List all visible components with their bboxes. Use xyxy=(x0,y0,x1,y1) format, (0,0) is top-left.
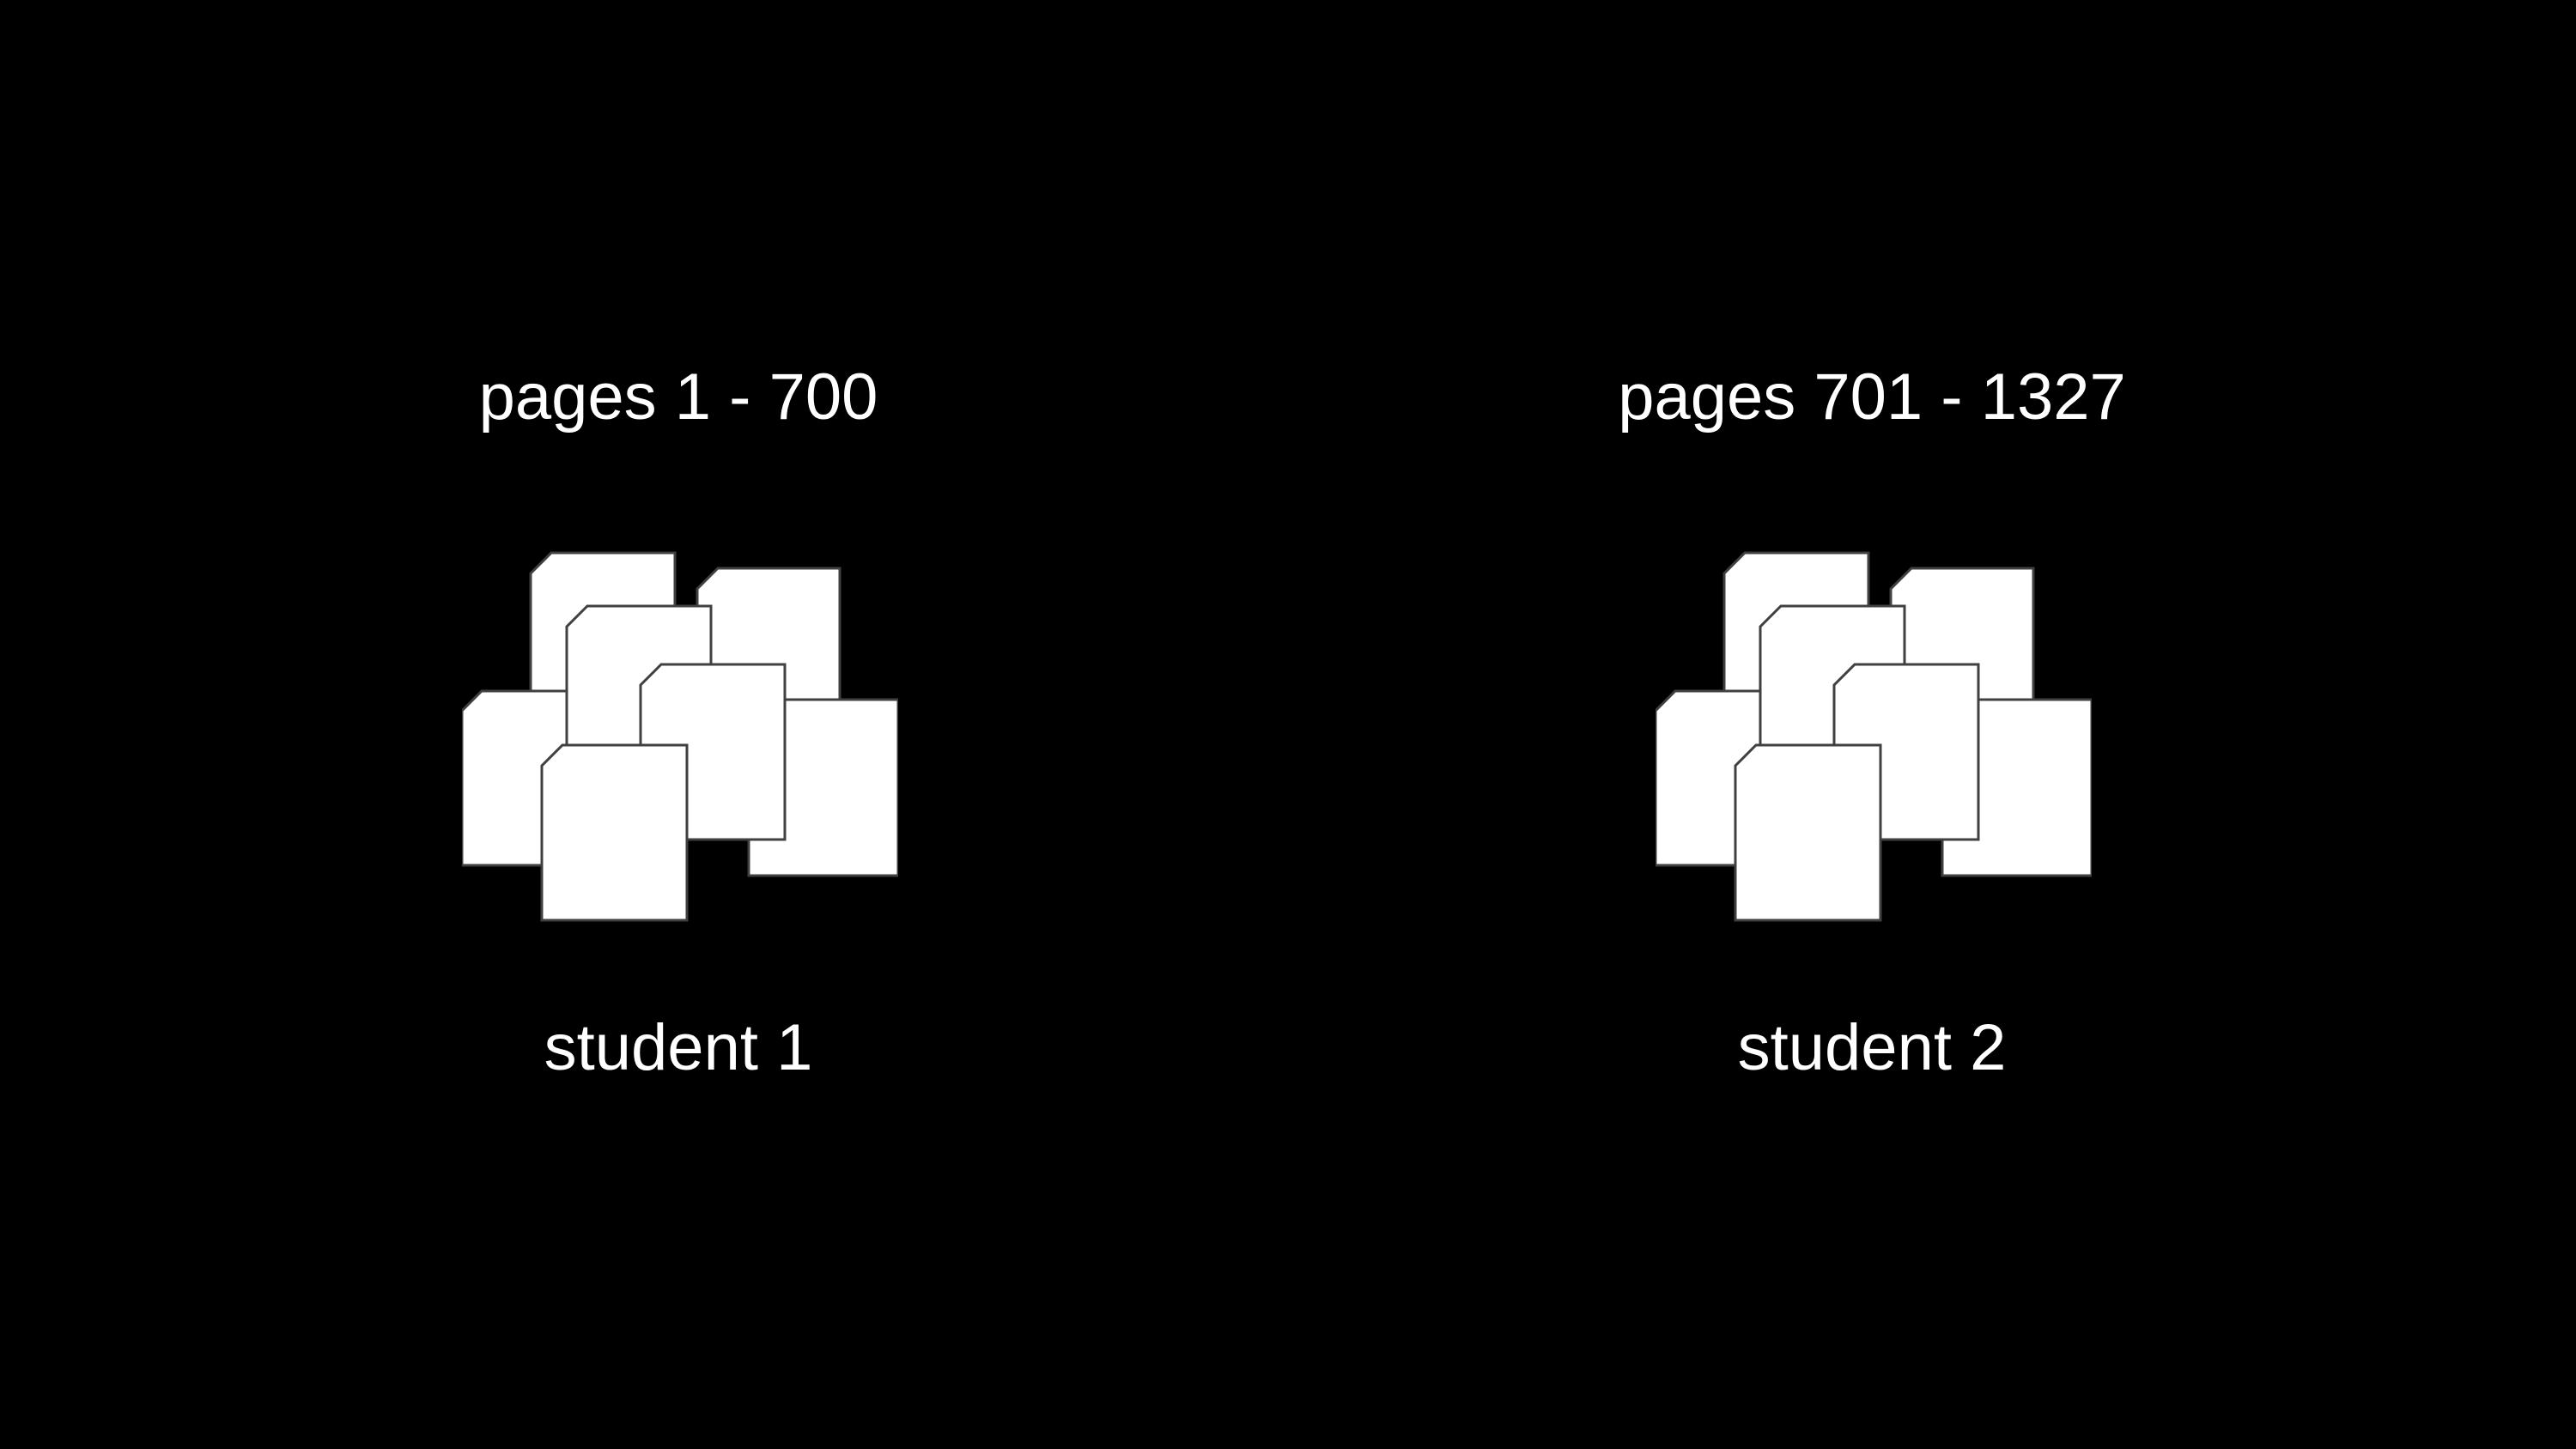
page-range-label: pages 1 - 700 xyxy=(478,361,878,433)
student-label: student 1 xyxy=(544,1011,813,1084)
document-stack-icon xyxy=(462,549,898,927)
page-range-label: pages 701 - 1327 xyxy=(1618,361,2126,433)
student-1-group: pages 1 - 700 student 1 xyxy=(421,0,936,1449)
document-page xyxy=(1734,743,1882,922)
student-label: student 2 xyxy=(1737,1011,2007,1084)
student-2-group: pages 701 - 1327 student 2 xyxy=(1614,0,2129,1449)
document-stack-icon xyxy=(1656,549,2092,927)
document-page xyxy=(540,743,689,922)
